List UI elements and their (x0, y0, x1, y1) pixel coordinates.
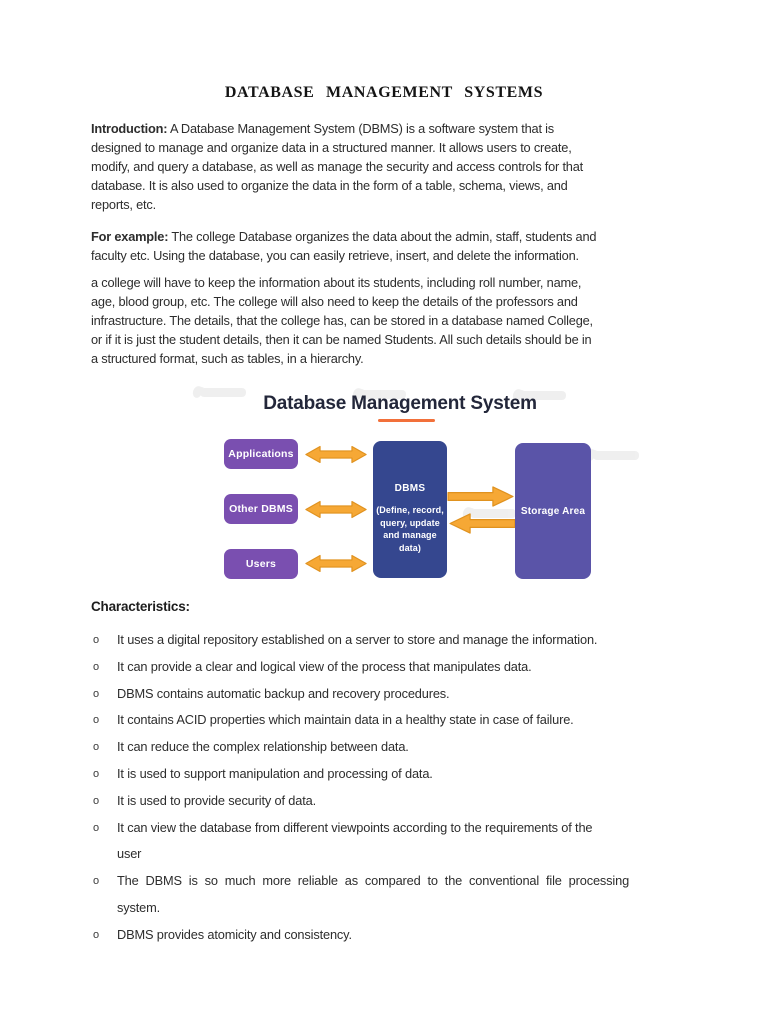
list-item-text: It can reduce the complex relationship b… (117, 739, 409, 755)
list-item-text: It is used to support manipulation and p… (117, 765, 433, 781)
list-item: o DBMS contains automatic backup and reco… (92, 681, 684, 708)
dbms-diagram: Database Management System Applications … (180, 381, 639, 597)
watermark (200, 388, 246, 397)
list-item-text: It can provide a clear and logical view … (117, 658, 532, 674)
double-arrow-icon (305, 554, 367, 573)
list-item: o It can view the database from different… (92, 815, 684, 869)
list-item: o The DBMS is so much more reliable as co… (92, 868, 684, 922)
watermark (360, 390, 406, 399)
list-item-text: The DBMS is so much more reliable as com… (117, 873, 630, 915)
bullet-marker: o (93, 875, 99, 888)
left-arrow-icon (449, 513, 516, 534)
paragraph-for-example: For example: The college Database organi… (91, 227, 693, 265)
bullet-marker: o (93, 660, 99, 673)
paragraph-lead: Introduction: (91, 121, 168, 136)
watermark (593, 451, 639, 460)
dbms-box-title: DBMS (394, 483, 426, 494)
bullet-marker: o (93, 821, 99, 834)
double-arrow-icon (305, 445, 367, 464)
right-arrow-icon (447, 486, 514, 507)
list-item-text: It contains ACID properties which mainta… (117, 712, 574, 728)
diagram-box-storage-area: Storage Area (515, 443, 591, 579)
list-item: o DBMS provides atomicity and consistency… (92, 922, 684, 949)
bullet-marker: o (93, 928, 99, 941)
page-title: DATABASE MANAGEMENT SYSTEMS (224, 84, 544, 101)
watermark (470, 509, 516, 518)
paragraph-college-example: a college will have to keep the informat… (91, 273, 693, 368)
list-item: o It can reduce the complex relationship … (92, 734, 684, 761)
list-item: o It uses a digital repository establishe… (92, 627, 684, 654)
paragraph-text: a college will have to keep the informat… (91, 275, 593, 366)
list-item-text: DBMS provides atomicity and consistency. (117, 926, 352, 942)
bullet-marker: o (93, 741, 99, 754)
paragraph-text: The college Database organizes the data … (91, 229, 597, 263)
bullet-marker: o (93, 794, 99, 807)
characteristics-list: o It uses a digital repository establishe… (92, 627, 684, 949)
list-item: o It is used to support manipulation and … (92, 761, 684, 788)
list-item-text: It can view the database from different … (117, 819, 593, 862)
list-item: o It contains ACID properties which maint… (92, 707, 684, 734)
double-arrow-icon (305, 500, 367, 519)
bullet-marker: o (93, 767, 99, 780)
paragraph-lead: For example: (91, 229, 169, 244)
list-item-text: DBMS contains automatic backup and recov… (117, 685, 450, 701)
diagram-box-dbms: DBMS (Define, record, query, update and … (373, 441, 447, 578)
bullet-marker: o (93, 687, 99, 700)
watermark (520, 391, 566, 400)
bullet-marker: o (93, 714, 99, 727)
characteristics-heading: Characteristics: (91, 599, 190, 614)
dbms-box-subtitle: (Define, record, query, update and manag… (376, 505, 444, 553)
diagram-box-other-dbms: Other DBMS (224, 494, 298, 524)
list-item-text: It is used to provide security of data. (117, 792, 317, 808)
paragraph-introduction: Introduction: A Database Management Syst… (91, 119, 693, 214)
list-item: o It is used to provide security of data. (92, 788, 684, 815)
diagram-title: Database Management System (263, 393, 537, 414)
diagram-title-underline (378, 419, 435, 422)
bullet-marker: o (93, 634, 99, 646)
diagram-box-applications: Applications (224, 439, 298, 469)
paragraph-text: A Database Management System (DBMS) is a… (91, 121, 583, 212)
list-item: o It can provide a clear and logical view… (92, 654, 684, 681)
list-item-text: It uses a digital repository established… (117, 632, 598, 647)
diagram-box-users: Users (224, 549, 298, 579)
